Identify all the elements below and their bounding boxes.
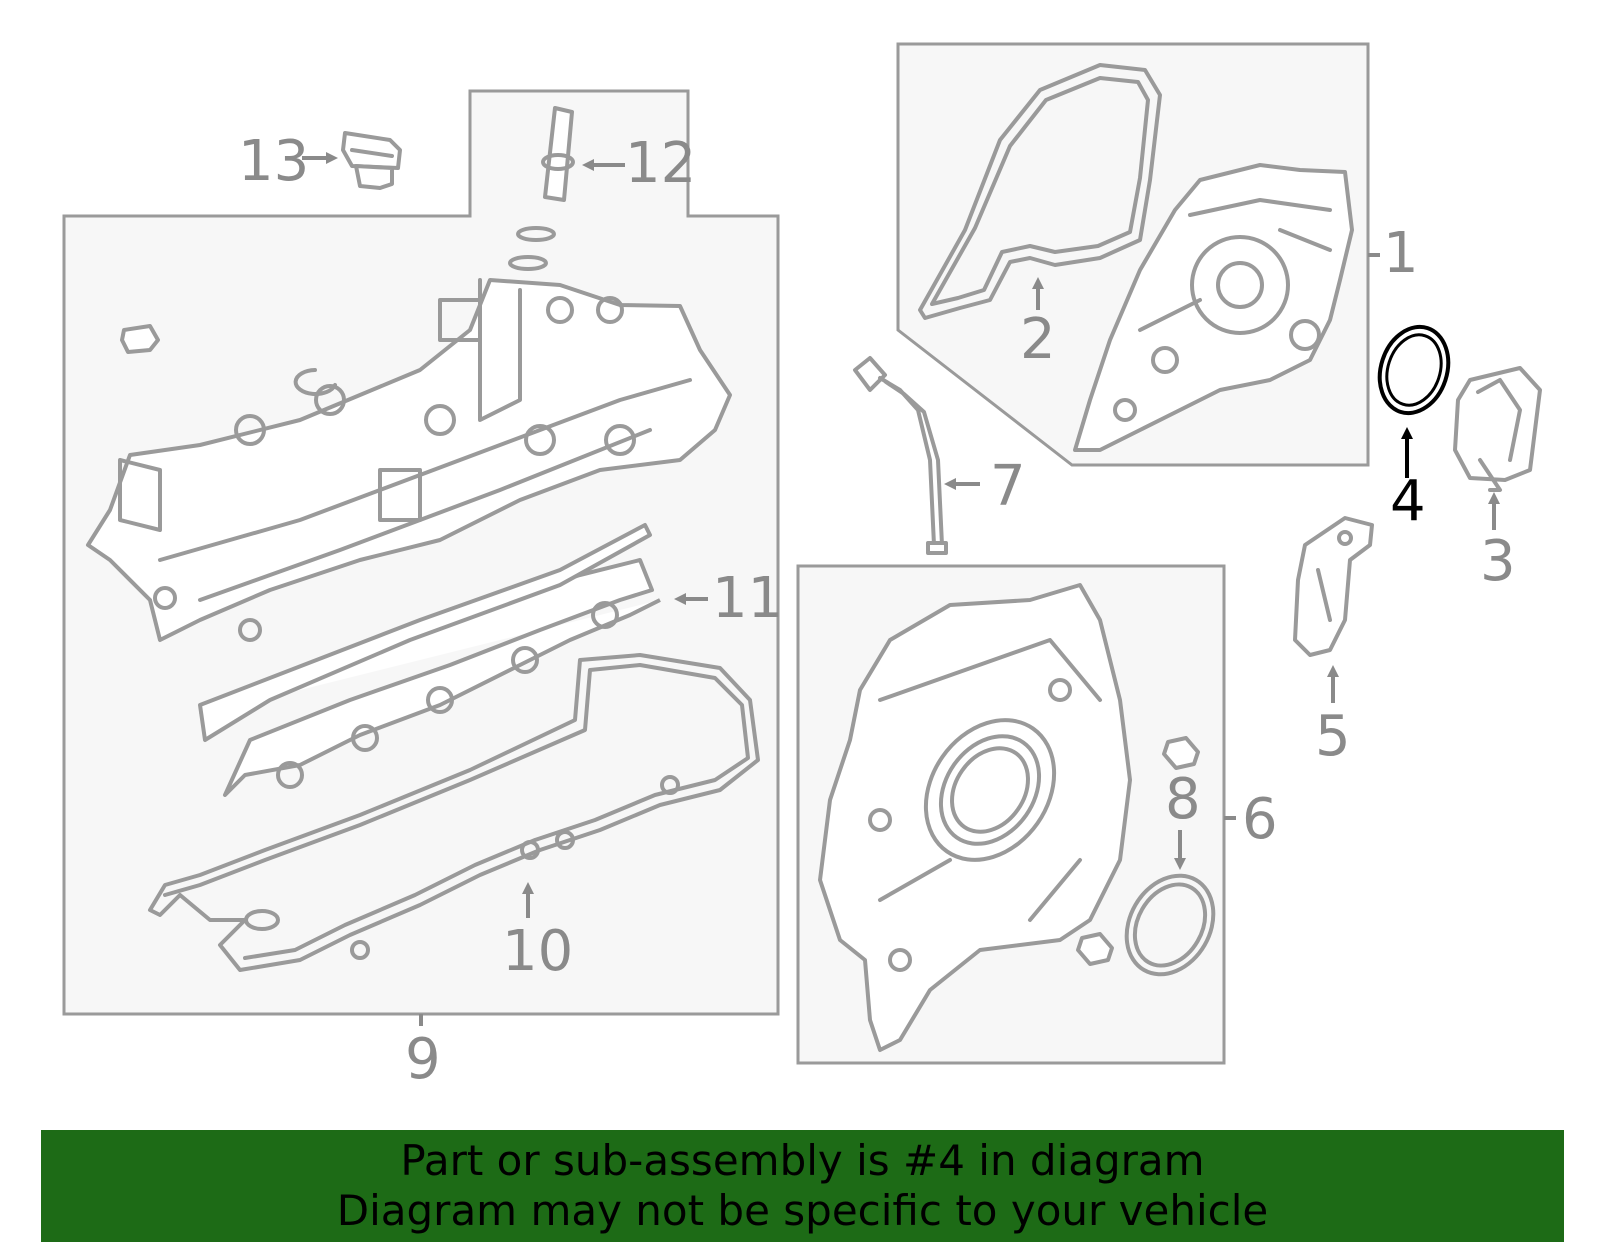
front-seal-part-highlighted xyxy=(1377,324,1451,416)
callout-3: 3 xyxy=(1480,529,1516,594)
callout-7: 7 xyxy=(990,454,1026,519)
callout-8: 8 xyxy=(1165,767,1201,832)
leader-lines xyxy=(302,152,1500,1026)
info-banner: Part or sub-assembly is #4 in diagram Di… xyxy=(41,1130,1564,1242)
valve-cover-gasket-part xyxy=(148,653,760,972)
rear-cover-part xyxy=(818,583,1132,1052)
callout-2: 2 xyxy=(1020,307,1056,372)
callout-9: 9 xyxy=(405,1027,441,1092)
callout-6: 6 xyxy=(1242,787,1278,852)
valve-cover-part xyxy=(86,278,732,642)
callout-12: 12 xyxy=(625,131,696,196)
front-cover-gasket-part xyxy=(918,63,1162,320)
valve-cover-gasket-inner-part xyxy=(198,523,661,797)
callout-5: 5 xyxy=(1315,704,1351,769)
bracket-part xyxy=(1293,516,1374,657)
oil-filler-cap-part xyxy=(341,131,402,190)
banner-line-disclaimer: Diagram may not be specific to your vehi… xyxy=(336,1186,1269,1235)
callout-10: 10 xyxy=(502,919,573,984)
dipstick-tube-part xyxy=(853,356,948,555)
timing-cover-part xyxy=(1073,163,1354,452)
callout-1: 1 xyxy=(1383,221,1419,286)
callout-13: 13 xyxy=(238,129,309,194)
banner-line-part-number: Part or sub-assembly is #4 in diagram xyxy=(400,1136,1205,1185)
dowel-and-seal-part xyxy=(1076,736,1216,977)
callout-11: 11 xyxy=(712,566,783,631)
callout-4-highlighted: 4 xyxy=(1390,469,1426,534)
cover-cap-part xyxy=(1453,366,1542,492)
pcv-valve-part xyxy=(508,106,575,271)
